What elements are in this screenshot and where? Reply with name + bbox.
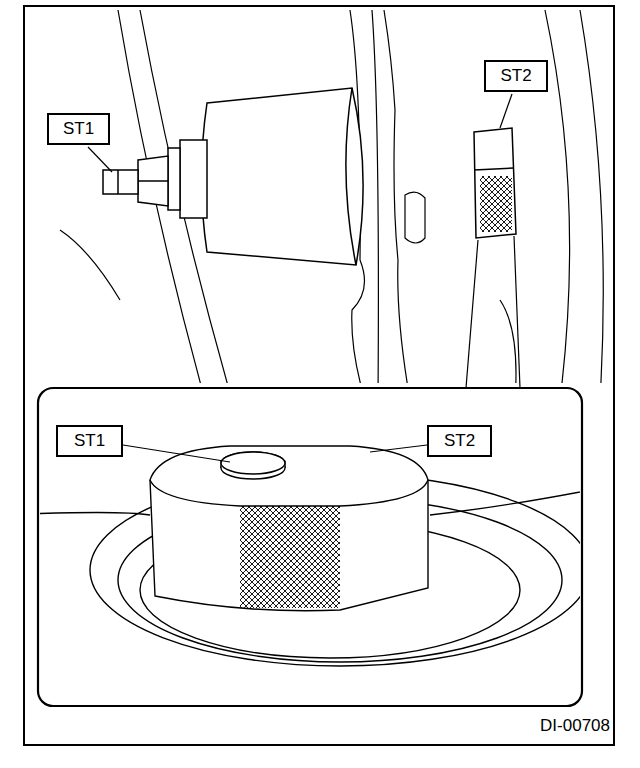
tool-label-box: ST1 [56, 425, 123, 457]
tool-label: ST1 [63, 119, 94, 139]
tool-label-box: ST2 [484, 60, 548, 92]
tool-label: ST1 [74, 431, 105, 451]
leader-line [88, 94, 520, 388]
puller-tool [103, 88, 363, 265]
outer-frame [24, 6, 614, 745]
detail-frame [38, 388, 582, 706]
hub-outline [60, 10, 603, 383]
tool-label: ST2 [500, 66, 531, 86]
adapter-tool [474, 128, 516, 238]
tool-label-box: ST2 [427, 425, 492, 457]
figure-code: DI-00708 [538, 716, 612, 736]
leader-line [123, 445, 427, 462]
detail-illustration [40, 446, 580, 666]
tool-label: ST2 [444, 431, 475, 451]
tool-label-box: ST1 [47, 113, 110, 145]
